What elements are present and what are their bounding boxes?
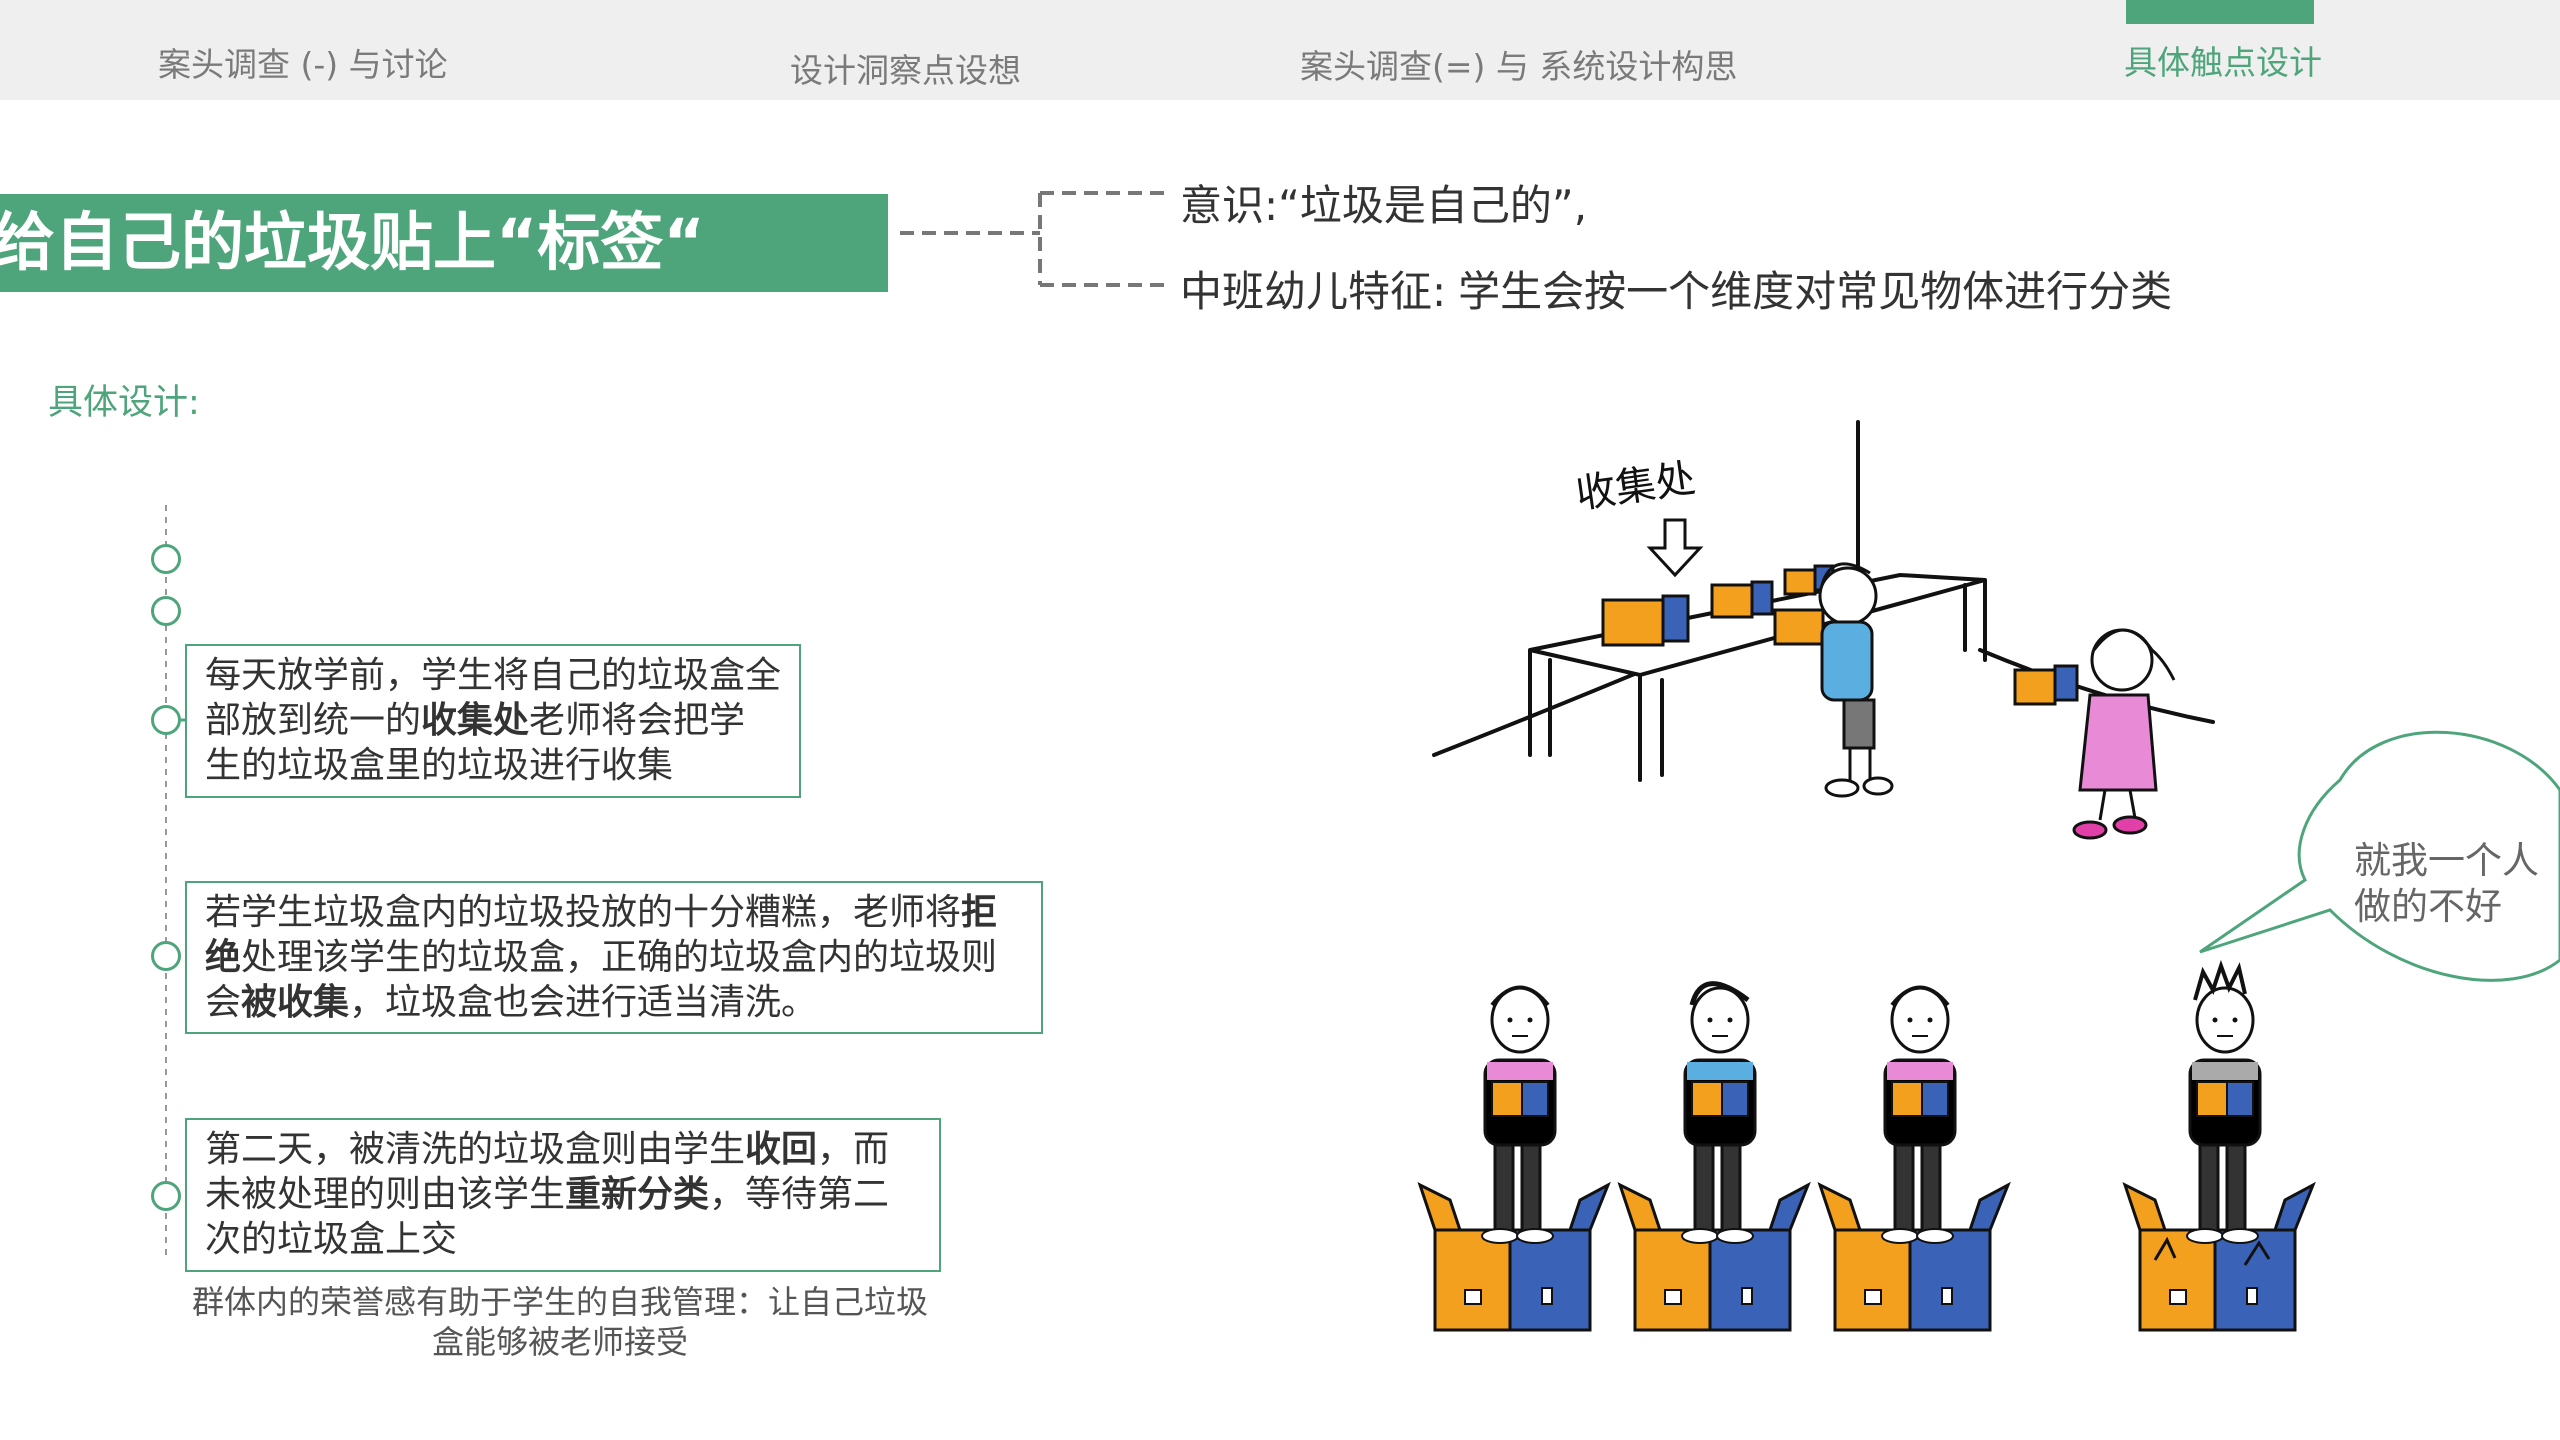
timeline-node bbox=[151, 544, 181, 574]
step-text-bold: 被收集 bbox=[241, 982, 350, 1023]
step-text: 老师将会把学生的垃圾盒里的垃圾进行收集 bbox=[205, 700, 746, 786]
table-top bbox=[1529, 572, 1986, 678]
arrow-down-icon bbox=[1646, 518, 1704, 578]
kid-2 bbox=[1618, 981, 1810, 1332]
floor-line-right bbox=[1978, 648, 2215, 724]
collection-scene bbox=[1432, 420, 2215, 782]
step-text: 若学生垃圾盒内的垃圾投放的十分糟糕，老师将 bbox=[205, 892, 962, 933]
tab-design-insight[interactable]: 设计洞察点设想 bbox=[790, 51, 1021, 90]
timeline-node bbox=[151, 705, 181, 735]
step-text: 第二天，被清洗的垃圾盒则由学生 bbox=[205, 1129, 746, 1170]
boy-figure bbox=[1818, 562, 1894, 798]
step-card-3: 第二天，被清洗的垃圾盒则由学生收回，而未被处理的则由该学生重新分类，等待第二次的… bbox=[185, 1118, 941, 1272]
step-text: ，而未被处理的则由该学生 bbox=[205, 1129, 890, 1215]
speech-line: 做的不好 bbox=[2354, 885, 2502, 928]
top-navigation: 案头调查 (-) 与讨论 设计洞察点设想 案头调查(=) 与 系统设计构思 具体… bbox=[0, 0, 2560, 100]
step-text-bold: 收回 bbox=[745, 1129, 818, 1170]
caption: 群体内的荣誉感有助于学生的自我管理：让自己垃圾盒能够被老师接受 bbox=[191, 1283, 928, 1361]
tab-desk-research-2[interactable]: 案头调查(=) 与 系统设计构思 bbox=[1300, 47, 1738, 86]
note-child-characteristics: 中班幼儿特征:学生会按一个维度对常见物体进行分类 bbox=[1180, 267, 2173, 316]
step-card-2: 若学生垃圾盒内的垃圾投放的十分糟糕，老师将拒绝处理该学生的垃圾盒，正确的垃圾盒内… bbox=[185, 881, 1043, 1034]
tab-touchpoint-design[interactable]: 具体触点设计 bbox=[2124, 43, 2322, 82]
step-card-1: 每天放学前，学生将自己的垃圾盒全部放到统一的收集处老师将会把学生的垃圾盒里的垃圾… bbox=[185, 644, 801, 798]
floor-line-left bbox=[1432, 578, 1860, 757]
step-text: ，垃圾盒也会进行适当清洗。 bbox=[349, 982, 818, 1023]
title-banner: 给自己的垃圾贴上“标签“ bbox=[0, 194, 888, 292]
sign-label: 收集处 bbox=[1573, 456, 1698, 518]
note-text: 学生会按一个维度对常见物体进行分类 bbox=[1458, 267, 2173, 316]
step-text-bold: 拒绝 bbox=[205, 892, 998, 978]
note-awareness: 意识:“垃圾是自己的”, bbox=[1180, 181, 1588, 230]
timeline-node bbox=[151, 941, 181, 971]
section-subtitle: 具体设计: bbox=[48, 383, 200, 423]
step-text: ，等待第二次的垃圾盒上交 bbox=[205, 1174, 890, 1260]
boxes-on-table bbox=[1601, 564, 2079, 706]
tab-desk-research-1[interactable]: 案头调查 (-) 与讨论 bbox=[158, 45, 448, 84]
step-text: 每天放学前，学生将自己的垃圾盒全部放到统一的 bbox=[205, 655, 782, 741]
step-text-bold: 收集处 bbox=[421, 700, 530, 741]
step-text: 处理该学生的垃圾盒，正确的垃圾盒内的垃圾则会 bbox=[205, 937, 998, 1023]
speech-bubble-text: 就我一个人 做的不好 bbox=[2354, 838, 2539, 930]
page-title: 给自己的垃圾贴上“标签“ bbox=[0, 206, 705, 279]
timeline-node bbox=[151, 596, 181, 626]
active-tab-indicator bbox=[2126, 0, 2314, 24]
kid-4-sad bbox=[2123, 959, 2315, 1332]
girl-figure bbox=[2072, 628, 2176, 840]
kid-1 bbox=[1418, 985, 1610, 1332]
kid-3 bbox=[1818, 985, 2010, 1332]
timeline-node bbox=[151, 1181, 181, 1211]
note-label: 意识 bbox=[1180, 181, 1265, 230]
note-label: 中班幼儿特征 bbox=[1180, 267, 1433, 316]
step-text-bold: 重新分类 bbox=[565, 1174, 710, 1215]
note-text: “垃圾是自己的”, bbox=[1278, 181, 1588, 230]
speech-line: 就我一个人 bbox=[2354, 839, 2539, 882]
